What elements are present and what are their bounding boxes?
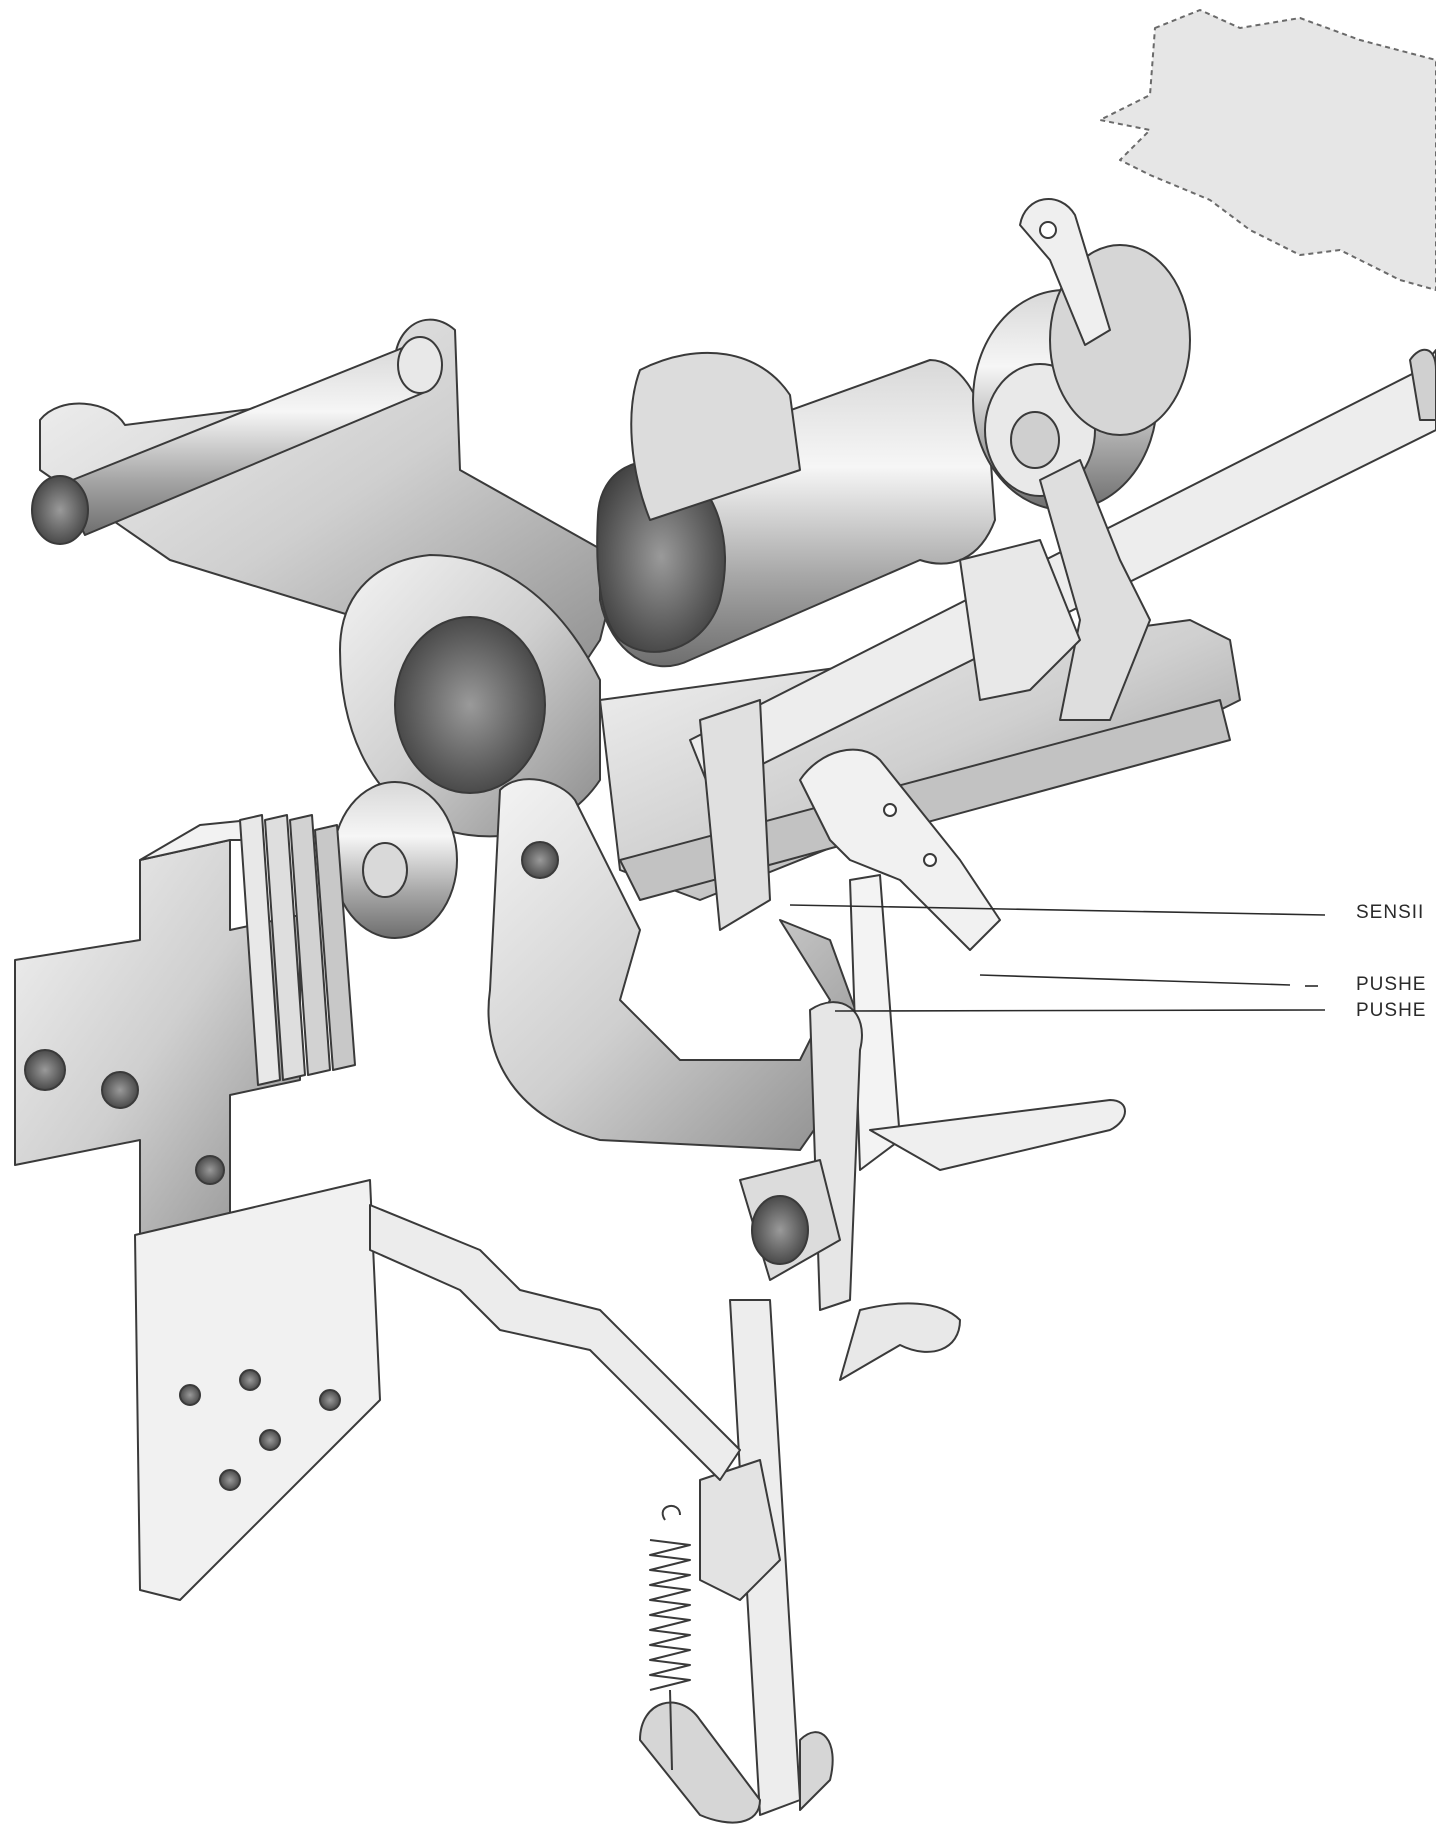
screw-3 xyxy=(259,1429,281,1451)
sensing-plate xyxy=(799,748,1001,951)
callout-label-pusher-1: PUSHE xyxy=(1356,974,1427,995)
sensing-plate-hole-1 xyxy=(883,803,897,817)
lever-pivot xyxy=(521,841,559,879)
contact-fin-3 xyxy=(289,814,331,1076)
return-spring xyxy=(649,1505,691,1771)
paper-fragment xyxy=(1099,9,1436,291)
rod-hook-bottom xyxy=(639,1701,761,1824)
rod-hook-end xyxy=(1409,348,1436,421)
contact-block-hole-2 xyxy=(101,1071,139,1109)
shaft-end-left xyxy=(31,475,89,545)
screw-5 xyxy=(219,1469,241,1491)
leader-pusher-2 xyxy=(834,1009,1326,1012)
frame-rail xyxy=(619,699,1231,901)
right-roller-hub xyxy=(1010,411,1060,469)
screw-2 xyxy=(239,1369,261,1391)
rear-cam-lobe xyxy=(630,351,801,521)
leader-pusher-1 xyxy=(979,974,1291,986)
pusher-bar-b xyxy=(809,1001,863,1311)
shaft-end-right xyxy=(397,336,443,394)
lower-pivot-pin xyxy=(751,1195,809,1265)
leader-sensing xyxy=(789,904,1326,916)
left-cam-bore xyxy=(394,616,546,794)
callout-label-pusher-2: PUSHE xyxy=(1356,1000,1427,1021)
hook-lever-lower xyxy=(839,1302,961,1381)
top-bracket-hole xyxy=(1039,221,1057,239)
front-roller-hub xyxy=(362,842,408,898)
screw-1 xyxy=(179,1384,201,1406)
contact-block-hole-1 xyxy=(24,1049,66,1091)
hook-lever-upper xyxy=(869,1099,1126,1171)
callout-label-sensing: SENSII xyxy=(1356,902,1425,923)
sensing-plate-hole-2 xyxy=(923,853,937,867)
rod-hook-bottom-2 xyxy=(799,1731,834,1811)
latch-plate xyxy=(699,1459,781,1601)
contact-fin-1 xyxy=(239,814,281,1086)
screw-4 xyxy=(319,1389,341,1411)
contact-fin-2 xyxy=(264,814,306,1081)
side-arm-right xyxy=(959,539,1081,701)
contact-fin-4 xyxy=(314,824,356,1071)
contact-block-hole-3 xyxy=(195,1155,225,1185)
callout-leaders xyxy=(789,904,1326,1012)
vertical-post xyxy=(699,699,771,931)
contact-base-plate xyxy=(134,1179,381,1601)
contact-linkage xyxy=(369,1204,741,1481)
